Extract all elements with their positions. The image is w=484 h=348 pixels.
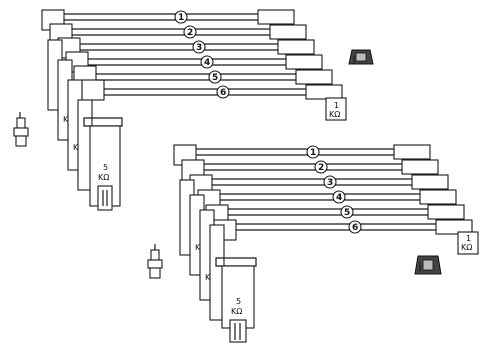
lead-number: 6 — [352, 223, 358, 233]
rubber-boot-icon — [414, 255, 442, 275]
plug-resistance-value: 1 — [466, 234, 471, 243]
lead-number: 6 — [220, 88, 226, 98]
plug-resistance-unit: KΩ — [329, 110, 340, 119]
lead-number: 3 — [327, 178, 333, 188]
spark-plug-terminal-icon — [147, 244, 163, 279]
plug-resistance-unit: KΩ — [461, 243, 472, 252]
lead-cables — [64, 13, 306, 96]
ignition-lead-set-top: 1 2 3 4 5 6 5 KΩ 1 KΩ K K — [41, 9, 347, 211]
lead-number: 5 — [212, 73, 218, 83]
lead-number: 2 — [187, 28, 193, 38]
coil-resistance-value: 5 — [236, 297, 241, 306]
boot-label: K — [205, 273, 211, 282]
lead-number-markers: 1 2 3 4 5 6 — [174, 10, 230, 99]
lead-number: 1 — [178, 13, 184, 23]
lead-number: 2 — [318, 163, 324, 173]
lead-number-markers: 1 2 3 4 5 6 — [306, 145, 362, 234]
rubber-boot-icon — [348, 49, 374, 65]
boot-label: K — [195, 243, 201, 252]
coil-resistance-unit: KΩ — [98, 173, 109, 182]
plug-resistance-value: 1 — [334, 101, 339, 110]
spark-plug-terminal-icon — [13, 112, 29, 147]
coil-resistance-value: 5 — [103, 163, 108, 172]
lead-number: 4 — [204, 58, 210, 68]
boot-label: K — [73, 143, 79, 152]
ignition-lead-set-bottom: 1 2 3 4 5 6 5 KΩ 1 KΩ K K — [173, 144, 479, 343]
lead-number: 1 — [310, 148, 316, 158]
lead-cables — [196, 148, 436, 231]
plug-end-connectors — [393, 144, 479, 255]
boot-label: K — [63, 115, 69, 124]
plug-end-connectors — [257, 9, 347, 121]
lead-number: 5 — [344, 208, 350, 218]
coil-resistance-unit: KΩ — [231, 307, 242, 316]
coil-connector-stack — [173, 144, 257, 343]
lead-number: 3 — [196, 43, 202, 53]
lead-number: 4 — [336, 193, 342, 203]
coil-connector-stack — [41, 9, 123, 211]
